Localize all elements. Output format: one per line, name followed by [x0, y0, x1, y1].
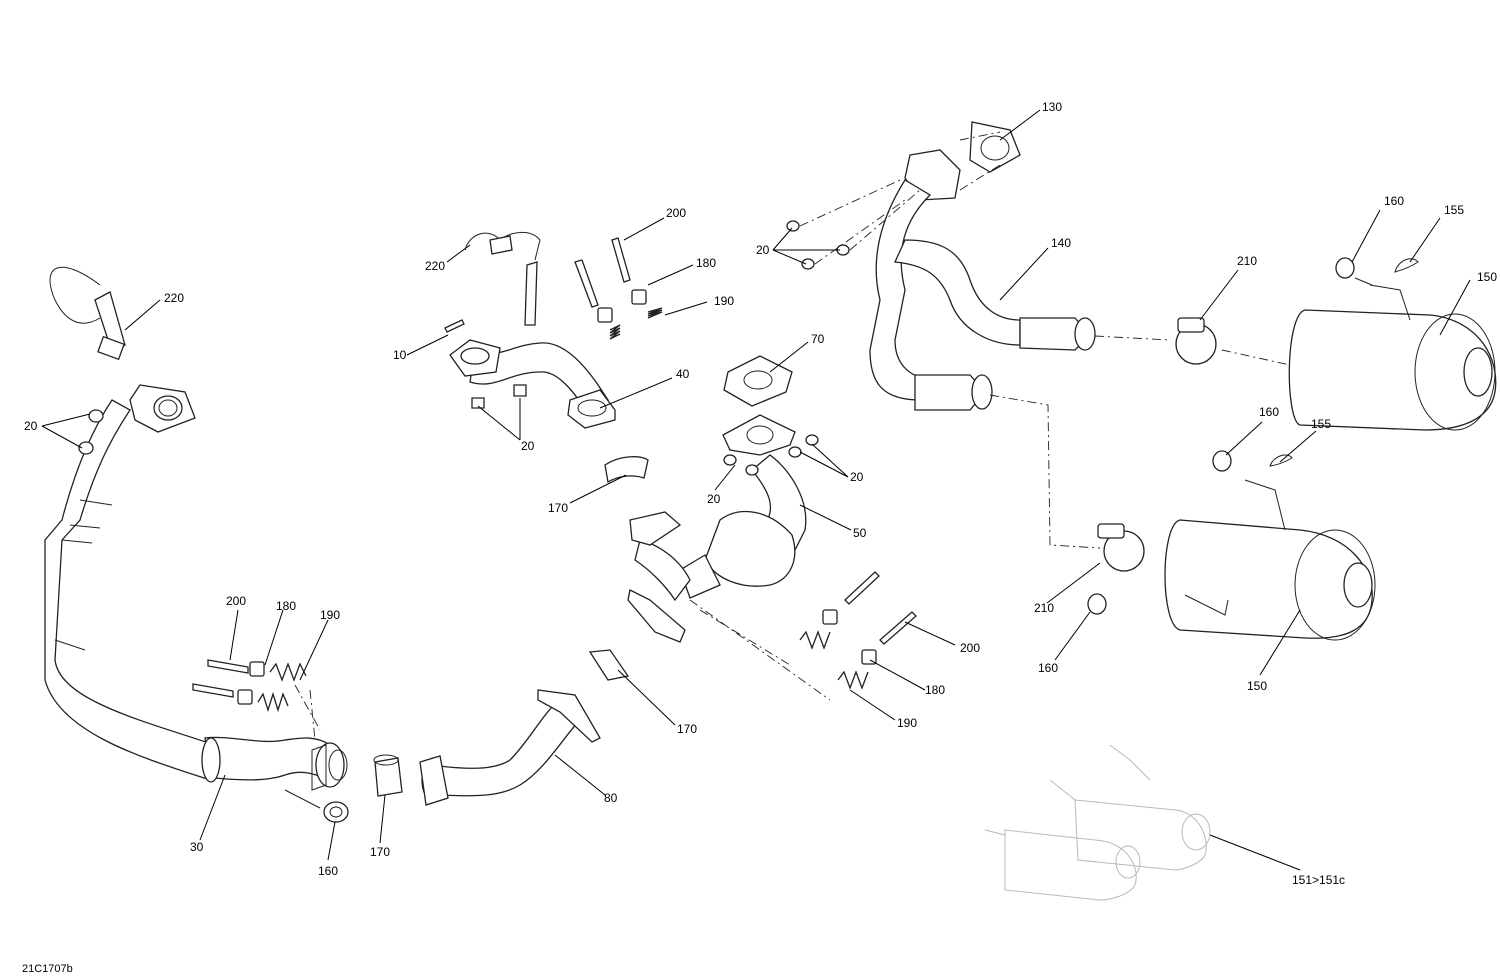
callout-20-b: 20 — [521, 439, 535, 453]
callout-220-a: 220 — [164, 291, 184, 305]
muffler-kit-inset-151 — [984, 744, 1211, 901]
callout-160-b: 160 — [1259, 405, 1279, 419]
callout-220-b: 220 — [425, 259, 445, 273]
callout-151-range: 151>151c — [1292, 873, 1345, 887]
muffler-150-upper — [1288, 277, 1497, 431]
callout-170-a: 170 — [548, 501, 568, 515]
callout-190-c: 190 — [320, 608, 340, 622]
middle-pipe-80 — [419, 649, 630, 806]
callout-10: 10 — [393, 348, 407, 362]
callout-20-c: 20 — [707, 492, 721, 506]
front-exhaust-pipe-30 — [44, 399, 348, 809]
catalytic-pipe-50 — [627, 414, 807, 643]
gasket-130 — [969, 121, 1021, 173]
callout-210-b: 210 — [1034, 601, 1054, 615]
callout-180-c: 180 — [276, 599, 296, 613]
callout-170-c: 170 — [370, 845, 390, 859]
gasket-70 — [723, 355, 793, 407]
drawing-code: 21C1707b — [22, 963, 73, 975]
callout-180-a: 180 — [696, 256, 716, 270]
clamps-210 — [1097, 317, 1217, 572]
callout-210-a: 210 — [1237, 254, 1257, 268]
muffler-150-lower — [1164, 479, 1376, 641]
callout-180-b: 180 — [925, 683, 945, 697]
callout-160-d: 160 — [318, 864, 338, 878]
callout-155-b: 155 — [1311, 417, 1331, 431]
nuts-20-middle — [723, 434, 819, 476]
dashed-routes-right — [989, 335, 1291, 549]
y-pipe-140 — [869, 149, 1096, 411]
bolts-springs-upper — [444, 237, 663, 409]
bolts-springs-middle — [689, 571, 917, 701]
callout-130: 130 — [1042, 100, 1062, 114]
callout-200-c: 200 — [226, 594, 246, 608]
leader-lines — [41, 109, 1471, 871]
grommet-160-bottom — [323, 801, 349, 823]
callout-20-d: 20 — [850, 470, 864, 484]
callout-190-a: 190 — [714, 294, 734, 308]
callout-170-b: 170 — [677, 722, 697, 736]
header-pipe-40 — [449, 339, 616, 429]
callout-200-b: 200 — [960, 641, 980, 655]
callout-20-a: 20 — [24, 419, 38, 433]
callout-20-e: 20 — [756, 243, 770, 257]
callout-70: 70 — [811, 332, 825, 346]
exhaust-flange-upper-left — [129, 384, 196, 433]
callout-labels: 220 20 220 10 20 200 180 190 40 70 20 20… — [22, 100, 1497, 975]
callout-150-a: 150 — [1477, 270, 1497, 284]
gasket-170-bottom — [373, 754, 403, 797]
nuts-20-left — [78, 409, 104, 455]
gasket-170-middle — [604, 456, 649, 484]
oxygen-sensor-left — [49, 266, 126, 361]
callout-80: 80 — [604, 791, 618, 805]
callout-190-b: 190 — [897, 716, 917, 730]
nuts-20-upper — [786, 131, 1001, 270]
callout-160-c: 160 — [1038, 661, 1058, 675]
callout-50: 50 — [853, 526, 867, 540]
bolts-springs-left — [192, 659, 321, 741]
oxygen-sensor-upper — [464, 232, 541, 326]
callout-160-a: 160 — [1384, 194, 1404, 208]
callout-150-b: 150 — [1247, 679, 1267, 693]
callout-40: 40 — [676, 367, 690, 381]
grommets-160-right — [1087, 257, 1355, 615]
callout-30: 30 — [190, 840, 204, 854]
callout-200-a: 200 — [666, 206, 686, 220]
callout-155-a: 155 — [1444, 203, 1464, 217]
callout-140: 140 — [1051, 236, 1071, 250]
clips-155 — [1269, 258, 1419, 467]
